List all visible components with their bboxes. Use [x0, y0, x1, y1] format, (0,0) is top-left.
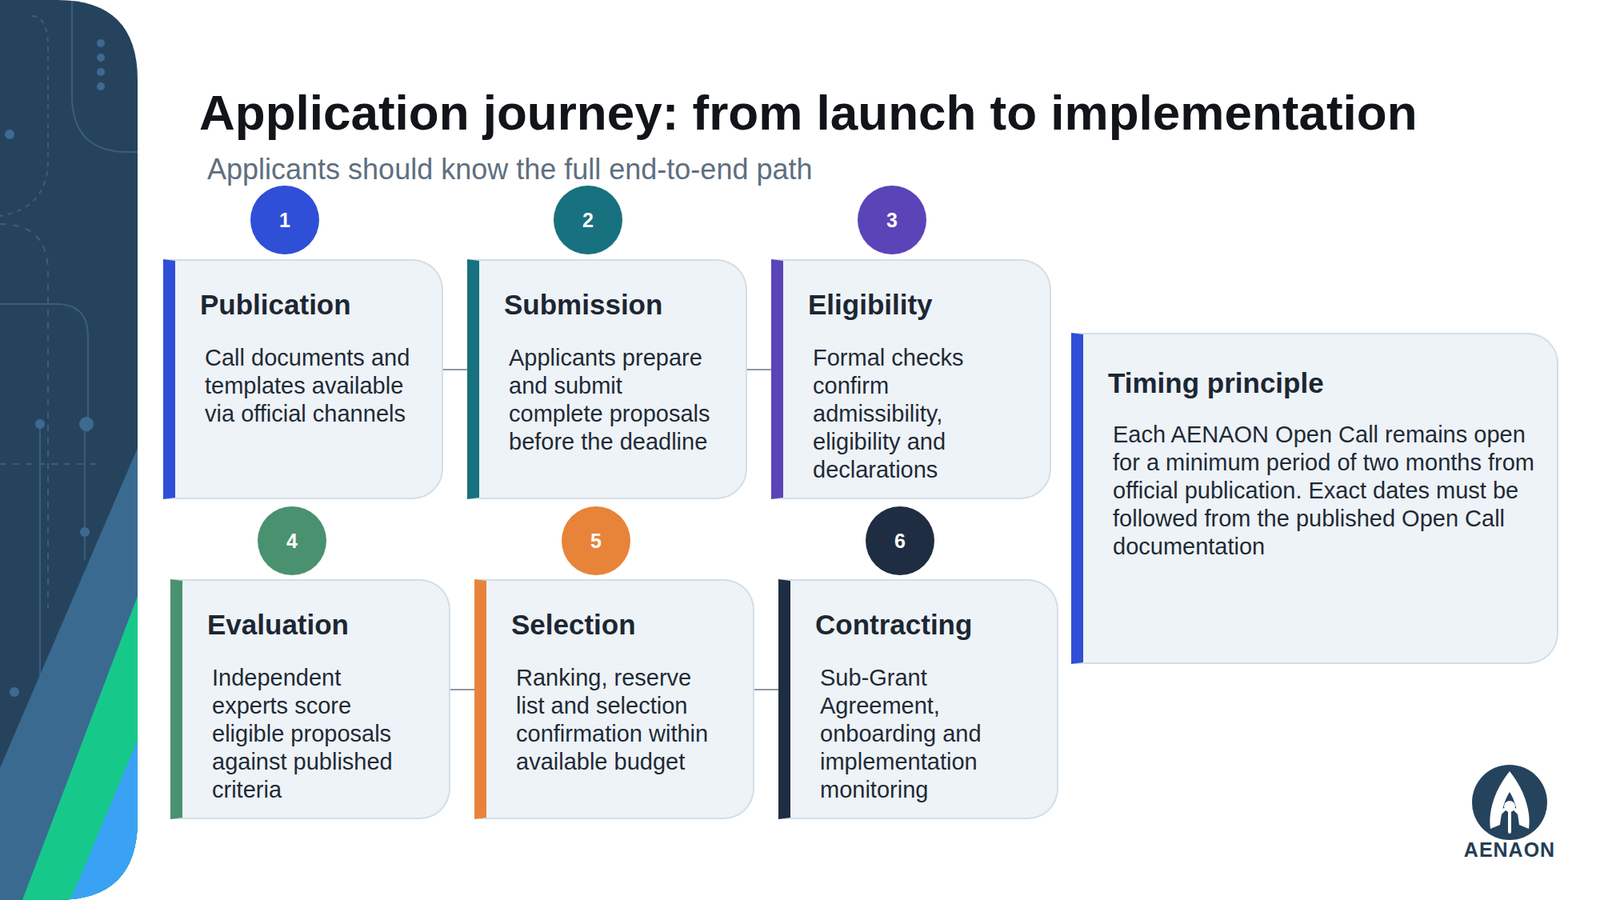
note-box: Timing principleEach AENAON Open Call re… — [1071, 332, 1559, 664]
step-number-circle: 6 — [865, 506, 935, 576]
step-connector — [754, 688, 779, 691]
step-number: 4 — [286, 529, 298, 553]
step-connector — [450, 688, 475, 691]
card-body: Sub-Grant Agreement, onboarding and impl… — [820, 664, 1030, 804]
card-body: Formal checks confirm admissibility, eli… — [812, 344, 1023, 484]
card-heading: Contracting — [815, 608, 972, 642]
slide-subtitle: Applicants should know the full end-to-e… — [207, 152, 813, 188]
step-card: SubmissionApplicants prepare and submit … — [467, 259, 748, 500]
step-number-circle: 1 — [250, 185, 320, 255]
step-number: 5 — [590, 529, 602, 553]
step-number-circle: 3 — [857, 185, 927, 255]
step-card: EvaluationIndependent experts score elig… — [170, 579, 451, 820]
step-number: 1 — [279, 208, 291, 232]
card-heading: Timing principle — [1108, 366, 1324, 400]
logo-icon — [1472, 764, 1548, 840]
step-card: ContractingSub-Grant Agreement, onboardi… — [778, 579, 1059, 820]
logo-wordmark: AENAON — [1429, 838, 1590, 862]
card-heading: Eligibility — [808, 288, 933, 322]
card-heading: Evaluation — [207, 608, 349, 642]
step-number-circle: 5 — [561, 506, 631, 576]
step-number-circle: 4 — [257, 506, 327, 576]
step-number: 6 — [894, 529, 906, 553]
step-number: 2 — [582, 208, 594, 232]
card-heading: Publication — [200, 288, 352, 322]
card-body: Each AENAON Open Call remains open for a… — [1112, 420, 1541, 561]
card-body: Call documents and templates available v… — [204, 344, 415, 428]
band-art — [0, 0, 138, 900]
step-number: 3 — [886, 208, 898, 232]
card-body: Ranking, reserve list and selection conf… — [516, 664, 726, 776]
step-card: PublicationCall documents and templates … — [163, 259, 444, 500]
step-card: SelectionRanking, reserve list and selec… — [474, 579, 755, 820]
card-body: Applicants prepare and submit complete p… — [508, 344, 719, 456]
step-number-circle: 2 — [553, 185, 623, 255]
card-heading: Selection — [511, 608, 636, 642]
step-connector — [443, 368, 468, 371]
slide-title: Application journey: from launch to impl… — [199, 84, 1418, 142]
step-connector — [747, 368, 772, 371]
card-heading: Submission — [504, 288, 663, 322]
card-body: Independent experts score eligible propo… — [212, 664, 422, 804]
step-card: EligibilityFormal checks confirm admissi… — [771, 259, 1052, 500]
